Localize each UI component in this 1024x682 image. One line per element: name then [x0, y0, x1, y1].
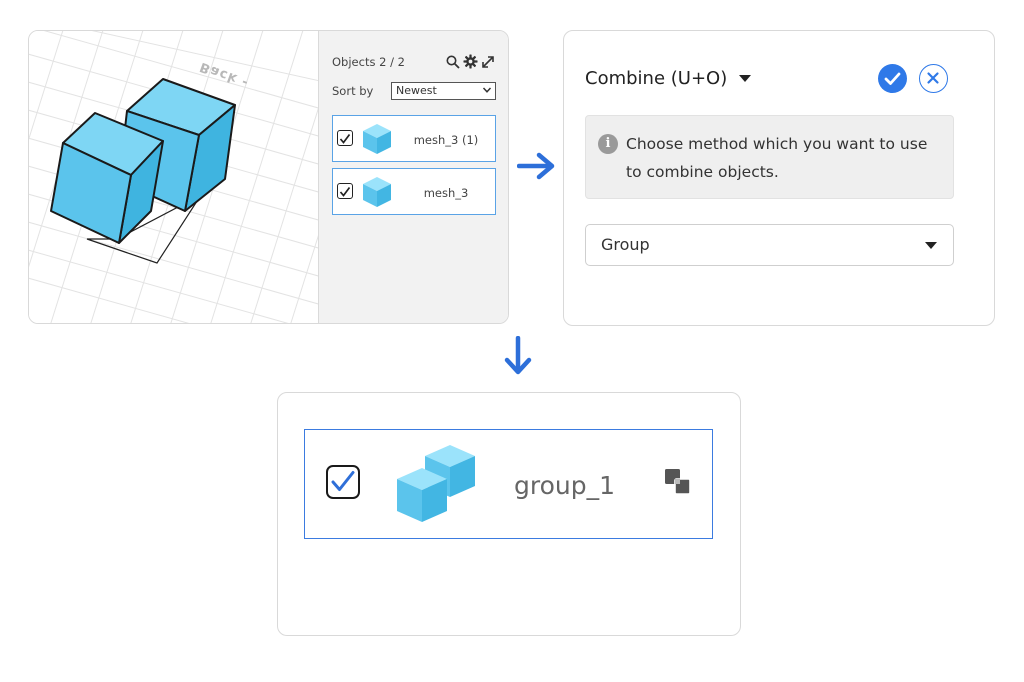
object-list-item[interactable]: mesh_3 (1): [332, 115, 496, 162]
search-icon[interactable]: [446, 54, 460, 73]
caret-down-icon[interactable]: [739, 75, 751, 82]
3d-viewport[interactable]: Back -: [29, 31, 319, 323]
object-checkbox[interactable]: [337, 183, 353, 199]
object-name: mesh_3 (1): [413, 133, 479, 147]
info-icon: i: [598, 134, 618, 154]
object-list-item[interactable]: group_1: [304, 429, 713, 539]
sort-select-value: Newest: [396, 84, 437, 97]
object-name: group_1: [514, 471, 616, 500]
object-checkbox[interactable]: [326, 465, 360, 499]
group-cubes-icon: [391, 440, 487, 532]
group-icon[interactable]: [663, 467, 693, 501]
gear-icon[interactable]: [463, 54, 478, 73]
arrow-down-icon: [503, 335, 533, 382]
objects-panel: Objects 2 / 2 Sort by Newest: [318, 31, 508, 323]
check-icon: [884, 72, 901, 85]
objects-count-label: Objects 2 / 2: [332, 55, 405, 69]
sort-select[interactable]: Newest: [391, 82, 496, 100]
result-panel: group_1: [277, 392, 741, 636]
object-list-item[interactable]: mesh_3: [332, 168, 496, 215]
expand-icon[interactable]: [481, 54, 495, 73]
info-text: Choose method which you want to use to c…: [626, 135, 928, 181]
confirm-button[interactable]: [878, 64, 907, 93]
combine-method-select[interactable]: Group: [585, 224, 954, 266]
cube-icon: [361, 122, 393, 160]
sort-by-label: Sort by: [332, 84, 374, 98]
viewport-panel: Back - Objects 2 / 2 Sort by Newest: [28, 30, 509, 324]
cube-icon: [361, 175, 393, 213]
objects-toolbar: [446, 54, 498, 72]
object-name: mesh_3: [423, 186, 469, 200]
chevron-down-icon: [482, 85, 492, 98]
combine-title: Combine (U+O): [585, 68, 728, 89]
arrow-right-icon: [516, 151, 557, 185]
checkmark-icon: [339, 133, 351, 144]
info-box: i Choose method which you want to use to…: [585, 115, 954, 199]
combine-dialog: Combine (U+O) i Choose method which you …: [563, 30, 995, 326]
cancel-button[interactable]: [919, 64, 948, 93]
caret-down-icon: [925, 242, 937, 249]
viewport-grid: [29, 31, 319, 323]
combine-method-value: Group: [601, 235, 650, 254]
checkmark-icon: [331, 471, 355, 491]
close-icon: [927, 72, 939, 84]
object-checkbox[interactable]: [337, 130, 353, 146]
checkmark-icon: [339, 186, 351, 197]
